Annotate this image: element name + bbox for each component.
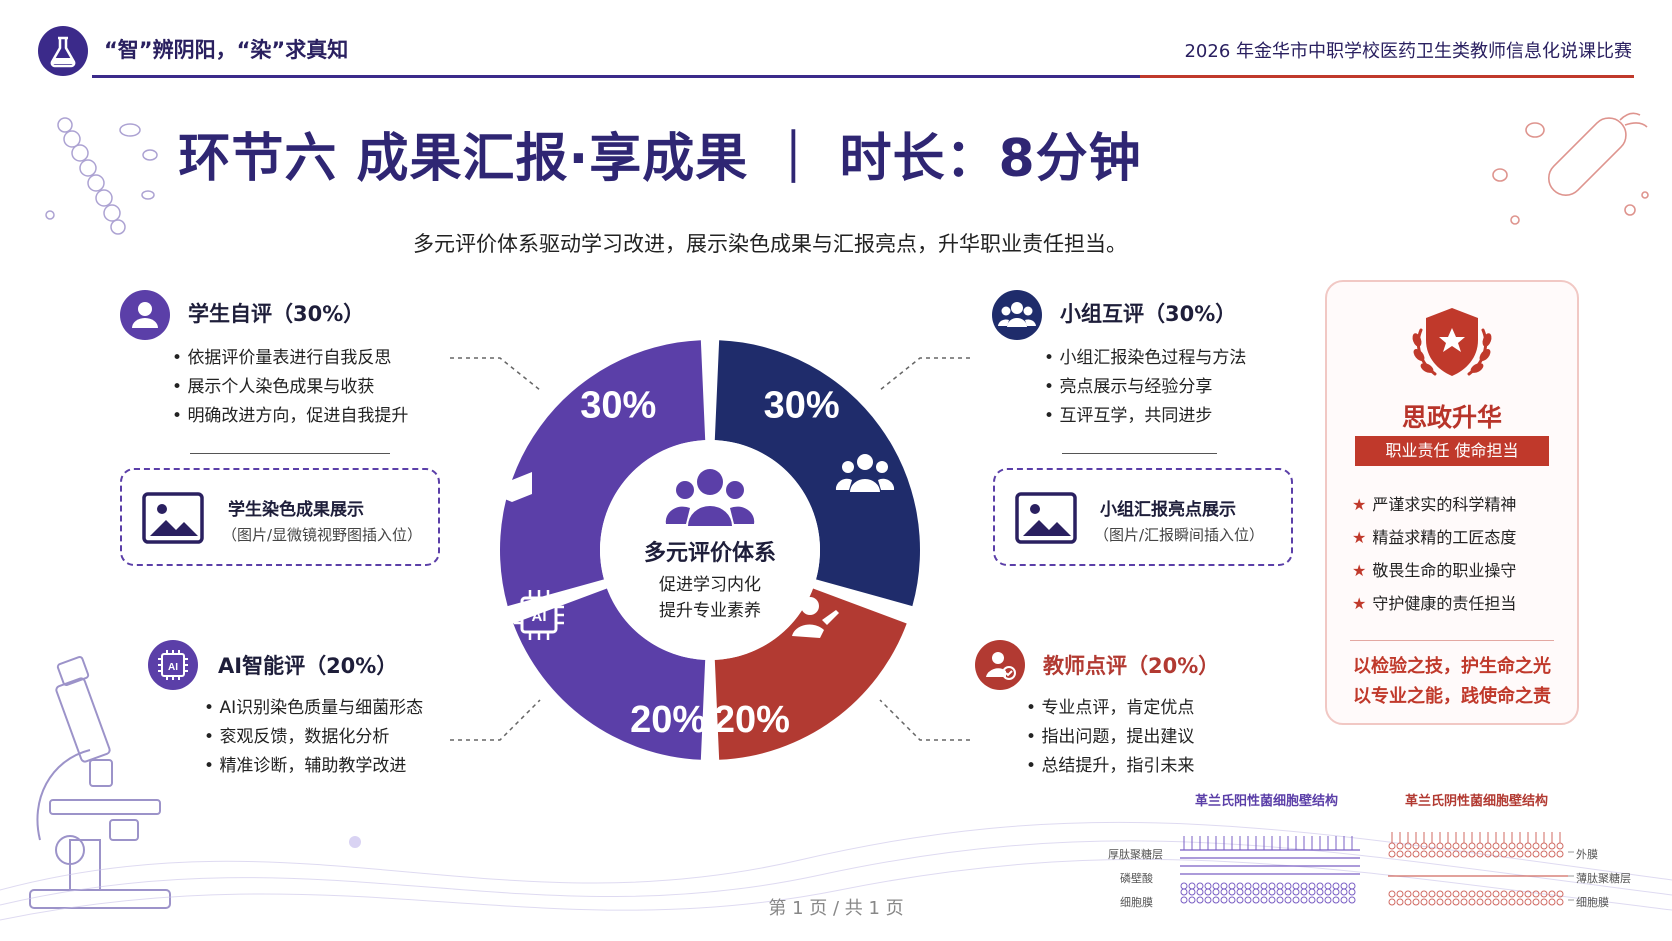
list-item: 明确改进方向，促进自我提升: [172, 402, 408, 431]
card-values-list: ★严谨求实的科学精神 ★精益求精的工匠态度 ★敬畏生命的职业操守 ★守护健康的责…: [1352, 488, 1516, 620]
list-item: AI识别染色质量与细菌形态: [204, 694, 423, 723]
list-item: ★敬畏生命的职业操守: [1352, 561, 1517, 580]
gram-negative-label: 细胞膜: [1576, 896, 1609, 909]
motto-line-1: 以检验之技，护生命之光: [1353, 656, 1551, 677]
bacillus-decoration-icon: [1492, 112, 1649, 225]
gram-positive-label: 磷壁酸: [1120, 872, 1153, 885]
slide-title: 环节六 成果汇报·享成果 ｜ 时长：8分钟: [178, 129, 1142, 189]
section-title-teacher: 教师点评（20%）: [1043, 654, 1220, 678]
student-avatar-icon: [120, 290, 170, 340]
card-band: 职业责任 使命担当: [1355, 436, 1549, 466]
wave-decoration-icon: [0, 821, 1672, 921]
teacher-icon: [975, 640, 1025, 690]
star-icon: ★: [1352, 495, 1367, 514]
group-divider: [1062, 453, 1217, 454]
gram-negative-label: 薄肽聚糖层: [1576, 872, 1631, 885]
list-item: ★精益求精的工匠态度: [1352, 528, 1517, 547]
header-divider: [92, 75, 1634, 78]
list-item: 小组汇报染色过程与方法: [1044, 344, 1246, 373]
section-title-self: 学生自评（30%）: [188, 302, 365, 326]
self-placeholder-note: （图片/显微镜视野图插入位）: [222, 526, 423, 544]
bacteria-chain-decoration-icon: [45, 117, 158, 235]
card-motto: 以检验之技，护生命之光 以专业之能，践使命之责: [1325, 652, 1579, 712]
self-placeholder-title: 学生染色成果展示: [228, 500, 364, 520]
self-image-placeholder[interactable]: [120, 468, 440, 566]
header: “智”辨阴阳，“染”求真知 2026 年金华市中职学校医药卫生类教师信息化说课比…: [0, 0, 1672, 80]
list-item: 展示个人染色成果与收获: [172, 373, 408, 402]
evaluation-donut-chart: 多元评价体系 促进学习内化 提升专业素养 AI 30% 20%20% 30%: [450, 340, 970, 760]
gram-positive-title: 革兰氏阳性菌细胞壁结构: [1195, 794, 1339, 809]
connector-lines: [450, 357, 970, 741]
list-item: 互评互学，共同进步: [1044, 402, 1246, 431]
list-item: 依据评价量表进行自我反思: [172, 344, 408, 373]
star-icon: ★: [1352, 561, 1367, 580]
section-title-group: 小组互评（30%）: [1060, 302, 1237, 326]
list-item: 指出问题，提出建议: [1026, 723, 1194, 752]
header-competition: 2026 年金华市中职学校医药卫生类教师信息化说课比赛: [1184, 41, 1632, 62]
team-icon: [665, 469, 755, 526]
donut-label-2: 20%: [630, 699, 706, 741]
group-placeholder-title: 小组汇报亮点展示: [1100, 500, 1236, 520]
image-placeholder-icon: [142, 492, 204, 544]
shield-star-icon: [1412, 308, 1492, 376]
svg-text:AI: AI: [532, 608, 547, 625]
self-bullets: 依据评价量表进行自我反思 展示个人染色成果与收获 明确改进方向，促进自我提升: [172, 344, 408, 431]
svg-text:AI: AI: [168, 662, 178, 673]
gram-positive-label: 厚肽聚糖层: [1108, 848, 1163, 861]
teacher-bullets: 专业点评，肯定优点 指出问题，提出建议 总结提升，指引未来: [1026, 694, 1194, 781]
reading-student-slice-icon: [492, 446, 532, 502]
gram-negative-wall-diagram: [1388, 832, 1574, 906]
gram-negative-title: 革兰氏阴性菌细胞壁结构: [1405, 794, 1549, 809]
donut-slice-1: [714, 588, 907, 760]
group-icon: [992, 290, 1042, 340]
header-slogan: “智”辨阴阳，“染”求真知: [104, 38, 349, 62]
list-item: 衮观反馈，数据化分析: [204, 723, 423, 752]
gram-positive-label: 细胞膜: [1120, 896, 1153, 909]
donut-slice-0: [714, 340, 920, 607]
section-title-ai: AI智能评（20%）: [218, 654, 398, 678]
donut-center: [600, 440, 820, 660]
list-item: ★守护健康的责任担当: [1352, 594, 1517, 613]
list-item: ★严谨求实的科学精神: [1352, 495, 1517, 514]
header-divider-accent: [1140, 75, 1634, 78]
card-title: 思政升华: [1401, 403, 1502, 432]
donut-label-1: 20%: [714, 699, 790, 741]
center-line1: 促进学习内化: [659, 575, 761, 595]
motto-line-2: 以专业之能，践使命之责: [1353, 686, 1551, 707]
center-title: 多元评价体系: [644, 540, 776, 566]
center-line2: 提升专业素养: [659, 601, 761, 621]
group-image-placeholder[interactable]: [993, 468, 1293, 566]
card-divider: [1350, 640, 1554, 641]
donut-label-3: 30%: [580, 384, 656, 426]
list-item: 专业点评，肯定优点: [1026, 694, 1194, 723]
page-indicator: 第 1 页 / 共 1 页: [768, 898, 904, 919]
ai-bullets: AI识别染色质量与细菌形态 衮观反馈，数据化分析 精准诊断，辅助教学改进: [204, 694, 423, 781]
star-icon: ★: [1352, 594, 1367, 613]
gram-negative-label: 外膜: [1576, 848, 1598, 861]
group-bullets: 小组汇报染色过程与方法 亮点展示与经验分享 互评互学，共同进步: [1044, 344, 1246, 431]
group-placeholder-note: （图片/汇报瞬间插入位）: [1094, 526, 1265, 544]
list-item: 总结提升，指引未来: [1026, 752, 1194, 781]
teacher-slice-icon: [792, 597, 839, 638]
self-divider: [190, 453, 390, 454]
slide-subtitle: 多元评价体系驱动学习改进，展示染色成果与汇报亮点，升华职业责任担当。: [413, 232, 1127, 256]
ai-chip-icon: AI: [148, 640, 198, 690]
donut-label-0: 30%: [764, 384, 840, 426]
list-item: 亮点展示与经验分享: [1044, 373, 1246, 402]
microscope-decoration-icon: [29, 656, 171, 909]
image-placeholder-icon: [1015, 492, 1077, 544]
star-icon: ★: [1352, 528, 1367, 547]
gram-positive-wall-diagram: [1180, 836, 1360, 904]
donut-slice-3: [500, 340, 706, 607]
flask-logo-icon: [38, 26, 88, 76]
ai-slice-icon: AI: [514, 590, 564, 640]
list-item: 精准诊断，辅助教学改进: [204, 752, 423, 781]
group-slice-icon: [835, 454, 895, 492]
donut-slice-2: [513, 588, 706, 760]
